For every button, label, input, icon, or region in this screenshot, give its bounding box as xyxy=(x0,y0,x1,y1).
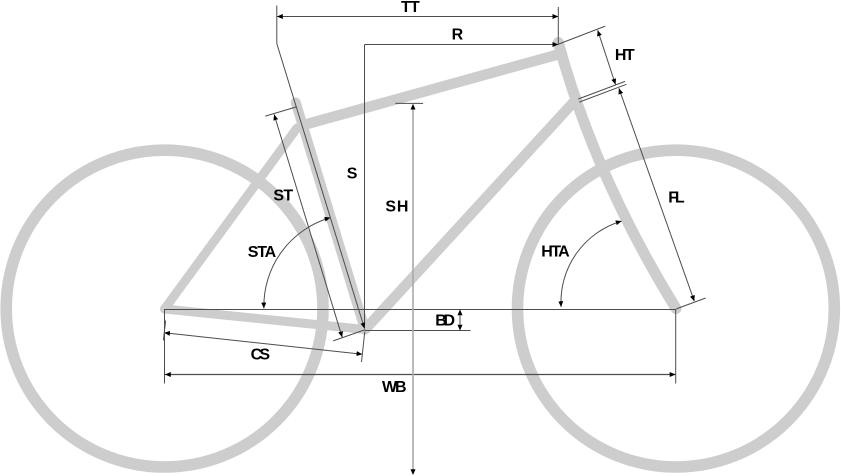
svg-text:ST: ST xyxy=(273,188,293,205)
svg-text:HT: HT xyxy=(615,47,635,64)
svg-text:TT: TT xyxy=(401,0,420,16)
svg-text:WB: WB xyxy=(382,379,407,396)
svg-text:BD: BD xyxy=(435,313,455,330)
svg-text:CS: CS xyxy=(251,347,271,364)
svg-text:R: R xyxy=(452,27,464,44)
svg-text:FL: FL xyxy=(668,189,685,206)
svg-text:STA: STA xyxy=(248,244,277,261)
svg-text:SH: SH xyxy=(385,199,408,216)
svg-text:S: S xyxy=(347,165,358,182)
svg-text:HTA: HTA xyxy=(541,244,570,261)
